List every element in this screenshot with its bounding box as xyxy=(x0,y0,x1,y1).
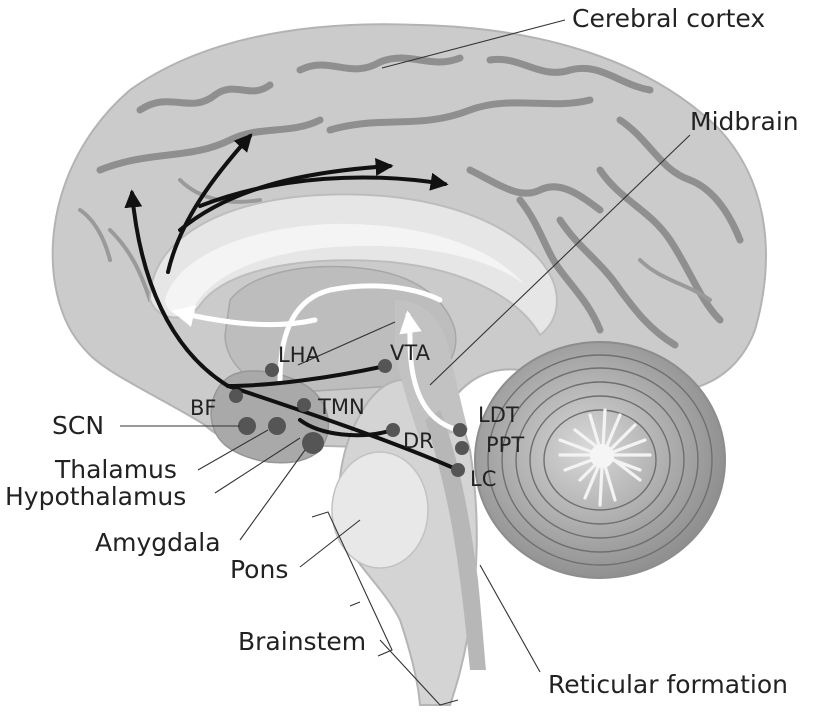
label-scn: SCN xyxy=(52,411,104,440)
label-vta: VTA xyxy=(390,341,431,365)
lha-dot xyxy=(265,363,279,377)
label-bf: BF xyxy=(190,396,217,420)
label-cerebral-cortex: Cerebral cortex xyxy=(572,4,765,33)
label-pons: Pons xyxy=(230,555,288,584)
amygdala-dot xyxy=(302,432,324,454)
ldt-dot xyxy=(453,423,467,437)
ppt-dot xyxy=(455,441,469,455)
scn-dot xyxy=(238,417,256,435)
reticular-leader xyxy=(480,565,540,672)
thalamus-dot xyxy=(268,417,286,435)
label-thalamus: Thalamus xyxy=(54,455,177,484)
lc-dot xyxy=(451,463,465,477)
label-ldt: LDT xyxy=(478,403,519,427)
tmn-dot xyxy=(297,398,311,412)
label-dr: DR xyxy=(403,429,434,453)
label-ppt: PPT xyxy=(486,433,524,457)
dr-dot xyxy=(386,423,400,437)
label-lha: LHA xyxy=(278,343,320,367)
label-midbrain: Midbrain xyxy=(690,107,799,136)
amygdala-leader xyxy=(240,450,305,540)
label-tmn: TMN xyxy=(317,395,365,419)
label-hypothalamus: Hypothalamus xyxy=(5,482,186,511)
cerebellum xyxy=(475,342,725,578)
label-lc: LC xyxy=(470,467,496,491)
label-amygdala: Amygdala xyxy=(95,528,221,557)
label-reticular-formation: Reticular formation xyxy=(548,670,788,699)
bf-dot xyxy=(229,389,243,403)
label-brainstem: Brainstem xyxy=(238,627,366,656)
